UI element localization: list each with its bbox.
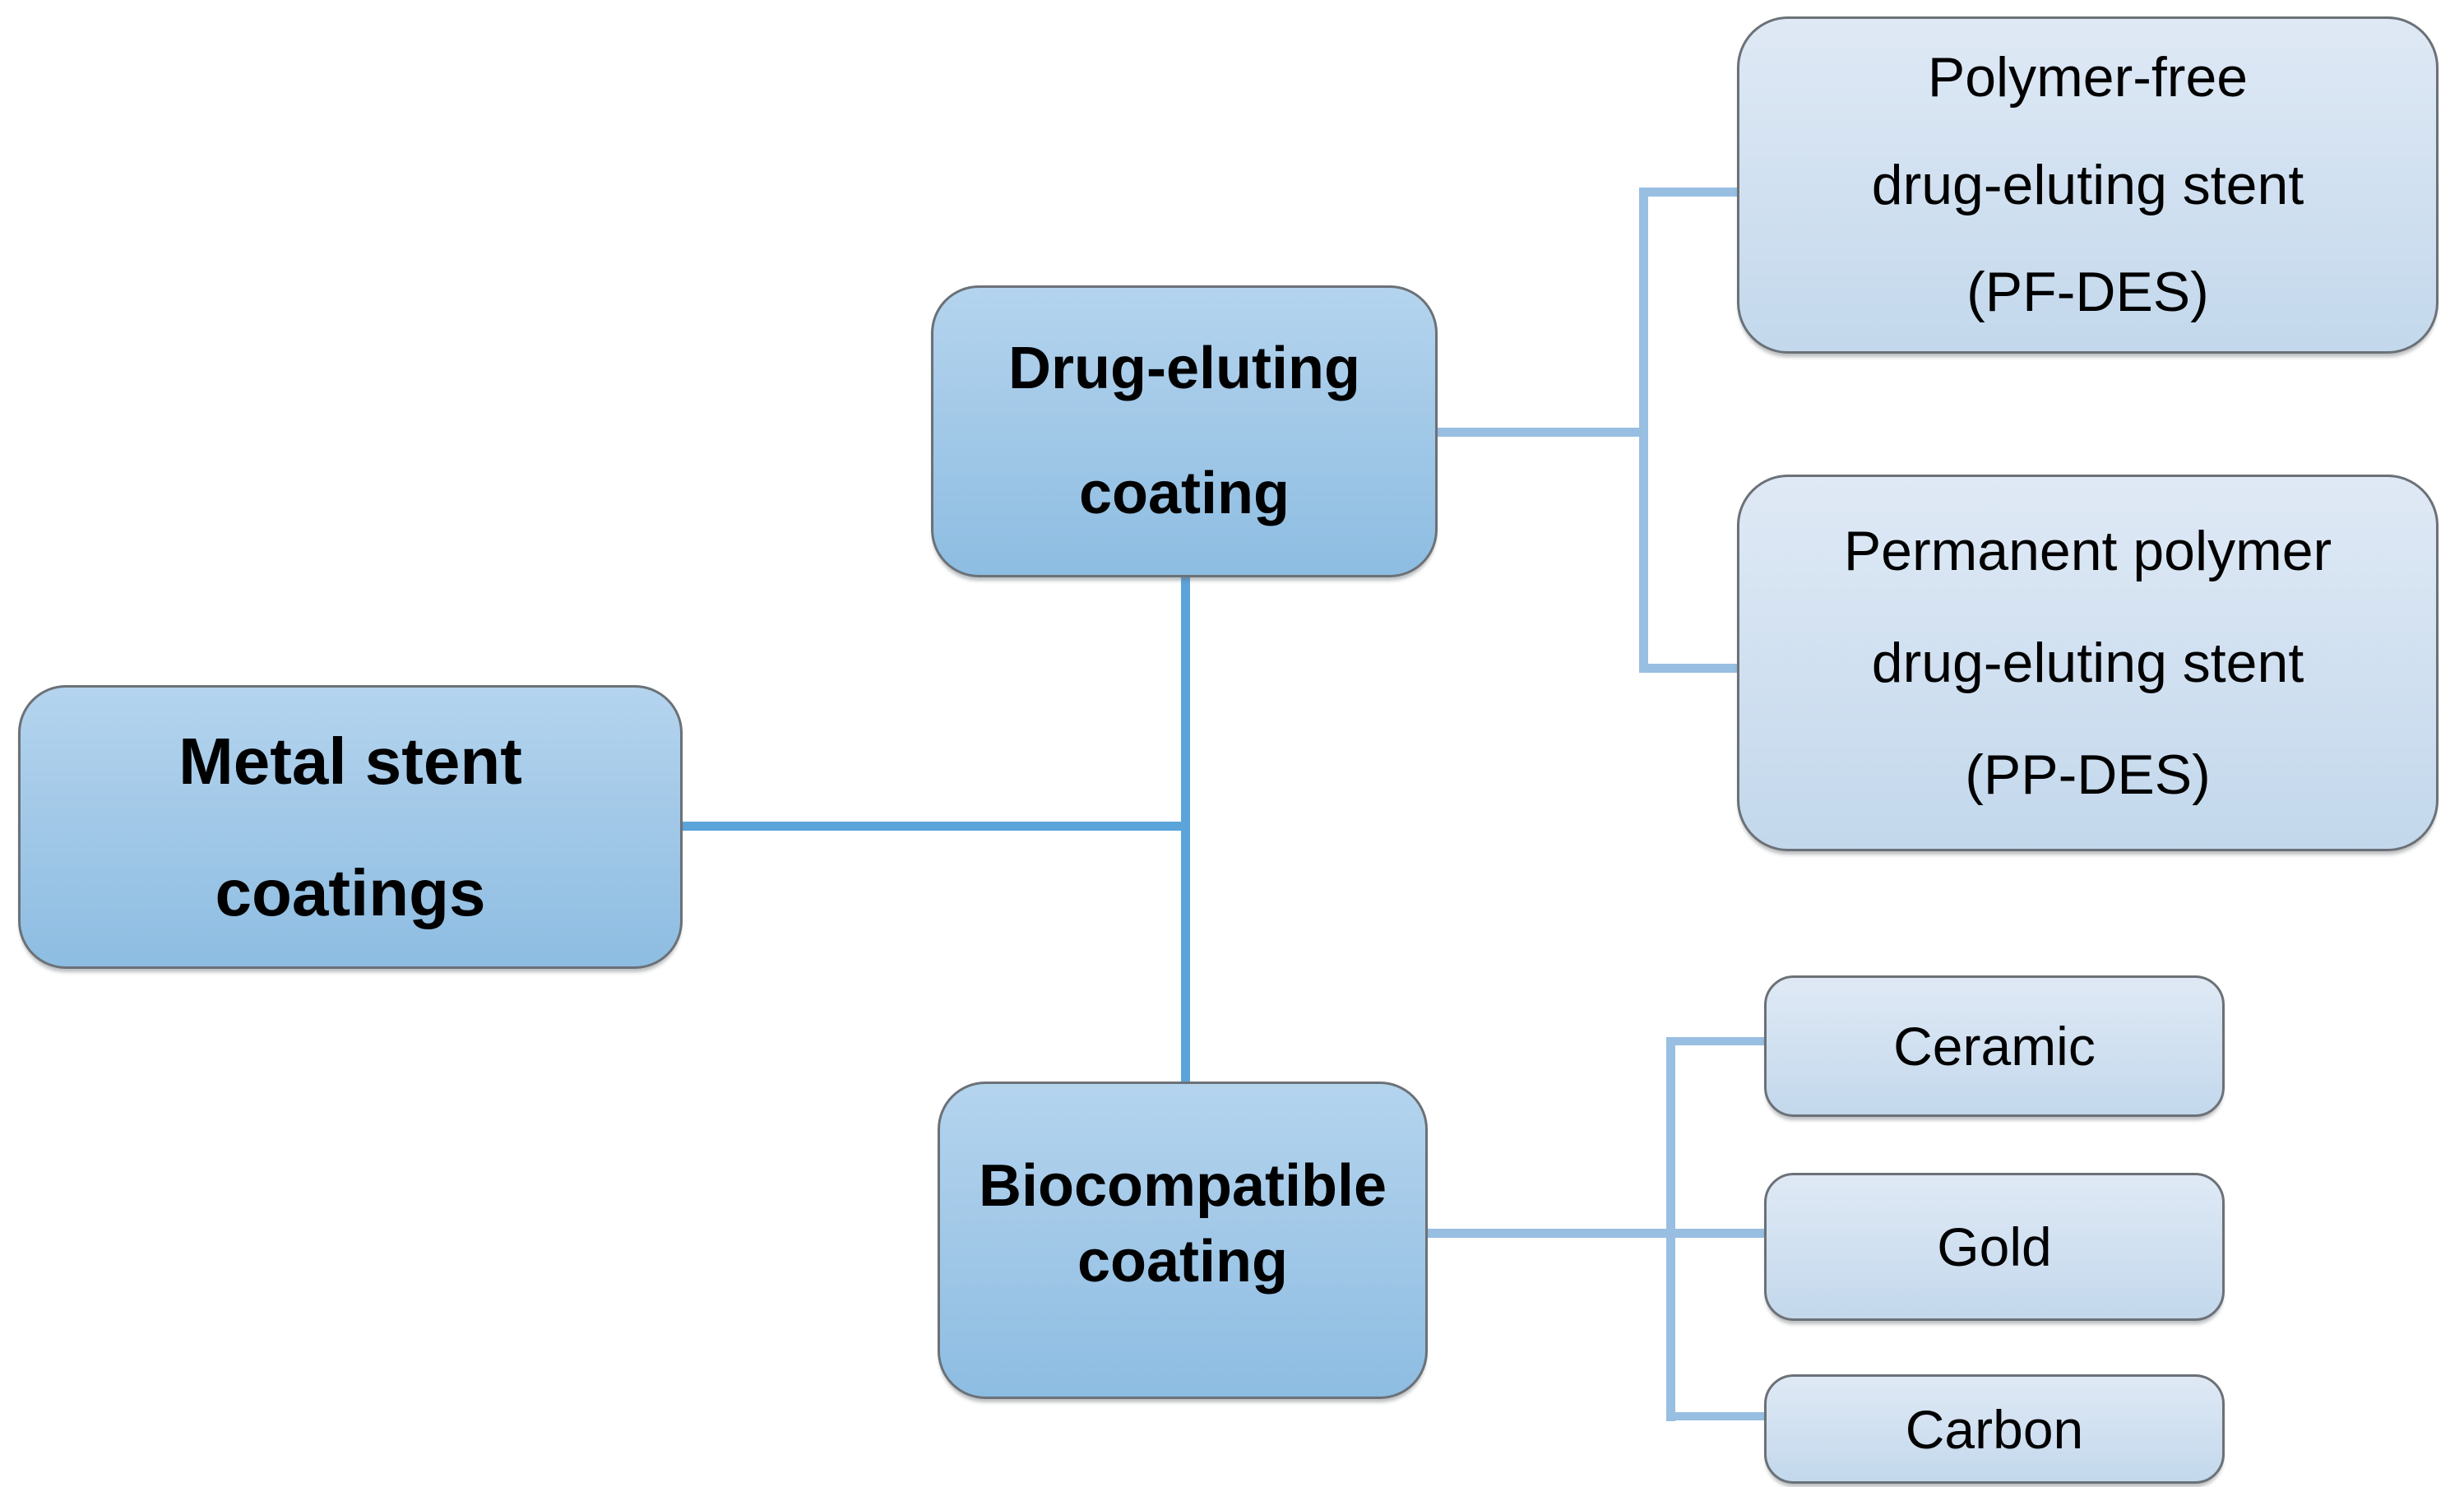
connector-ppdes-stub — [1639, 664, 1737, 673]
node-drug-eluting-coating: Drug-eluting coating — [931, 285, 1438, 577]
connector-carbon-stub — [1666, 1412, 1764, 1420]
node-ceramic-label: Ceramic — [1893, 1016, 2096, 1077]
node-metal-stent-coatings: Metal stent coatings — [18, 685, 683, 969]
node-gold-label: Gold — [1937, 1216, 2052, 1277]
connector-ceramic-stub — [1666, 1037, 1764, 1045]
node-gold: Gold — [1764, 1173, 2225, 1321]
node-ceramic: Ceramic — [1764, 975, 2225, 1117]
connector-root-horizontal — [683, 822, 1190, 831]
node-biocompatible-coating: Biocompatible coating — [938, 1082, 1428, 1399]
node-polymer-free-des: Polymer-free drug-eluting stent (PF-DES) — [1737, 16, 2439, 354]
connector-bio-branch-horizontal — [1428, 1229, 1675, 1238]
connector-des-bracket-vertical — [1639, 188, 1648, 673]
node-carbon-label: Carbon — [1905, 1398, 2084, 1460]
connector-pfdes-stub — [1639, 188, 1737, 197]
node-metal-stent-coatings-label: Metal stent coatings — [178, 724, 522, 929]
node-biocompatible-coating-label: Biocompatible coating — [978, 1152, 1387, 1295]
node-permanent-polymer-des-label: Permanent polymer drug-eluting stent (PP… — [1843, 520, 2332, 806]
connector-bio-bracket-vertical — [1666, 1037, 1675, 1421]
connector-drug-branch-horizontal — [1438, 428, 1648, 437]
node-drug-eluting-coating-label: Drug-eluting coating — [1008, 336, 1360, 526]
connector-trunk-vertical — [1181, 576, 1190, 1083]
node-polymer-free-des-label: Polymer-free drug-eluting stent (PF-DES) — [1871, 46, 2304, 324]
node-permanent-polymer-des: Permanent polymer drug-eluting stent (PP… — [1737, 475, 2439, 851]
node-carbon: Carbon — [1764, 1374, 2225, 1484]
connector-gold-stub — [1675, 1229, 1764, 1238]
